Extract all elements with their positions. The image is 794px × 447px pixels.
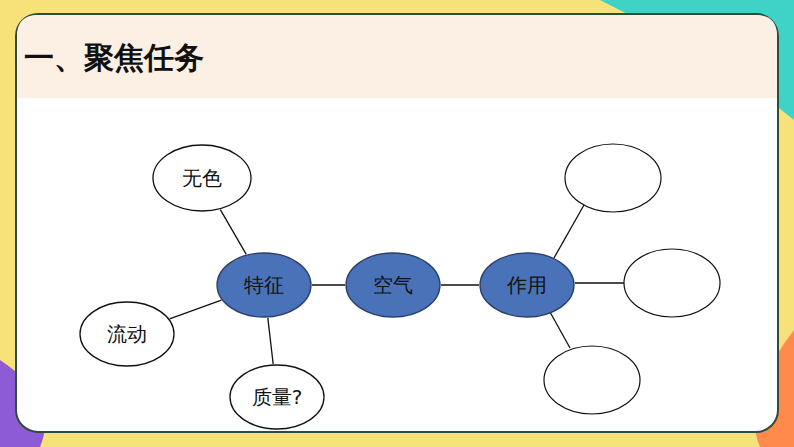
ellipse-shape [80,302,174,366]
connector-line [312,284,345,285]
connector-line [220,210,246,255]
leader-line [554,205,584,258]
header-band [17,15,777,98]
connector-line [170,300,222,319]
connector-line [441,284,479,285]
leader-line [575,282,624,283]
node-label: 空气 [373,273,413,297]
ellipse-shape [217,253,311,317]
connector-line [268,318,273,364]
content-panel [16,14,778,432]
ellipse-shape [346,253,440,317]
ellipse-shape [480,253,574,317]
node-label: 流动 [107,322,147,346]
feature-circle: 流动 [79,301,175,367]
slide-title: 一、聚焦任务 [24,38,204,79]
empty-circle [624,249,720,317]
category-ellipse: 作用 [479,252,575,318]
empty-circle [544,346,640,414]
leader-line [550,312,570,348]
feature-circle: 质量? [229,364,325,430]
node-label: 作用 [507,273,547,297]
ellipse-shape [230,365,324,429]
node-label: 质量? [252,385,303,409]
center-ellipse: 空气 [345,252,441,318]
node-label: 特征 [244,273,284,297]
feature-circle: 无色 [152,144,252,212]
empty-circle [565,144,661,212]
node-label: 无色 [182,166,222,190]
category-ellipse: 特征 [216,252,312,318]
ellipse-shape [153,145,251,211]
